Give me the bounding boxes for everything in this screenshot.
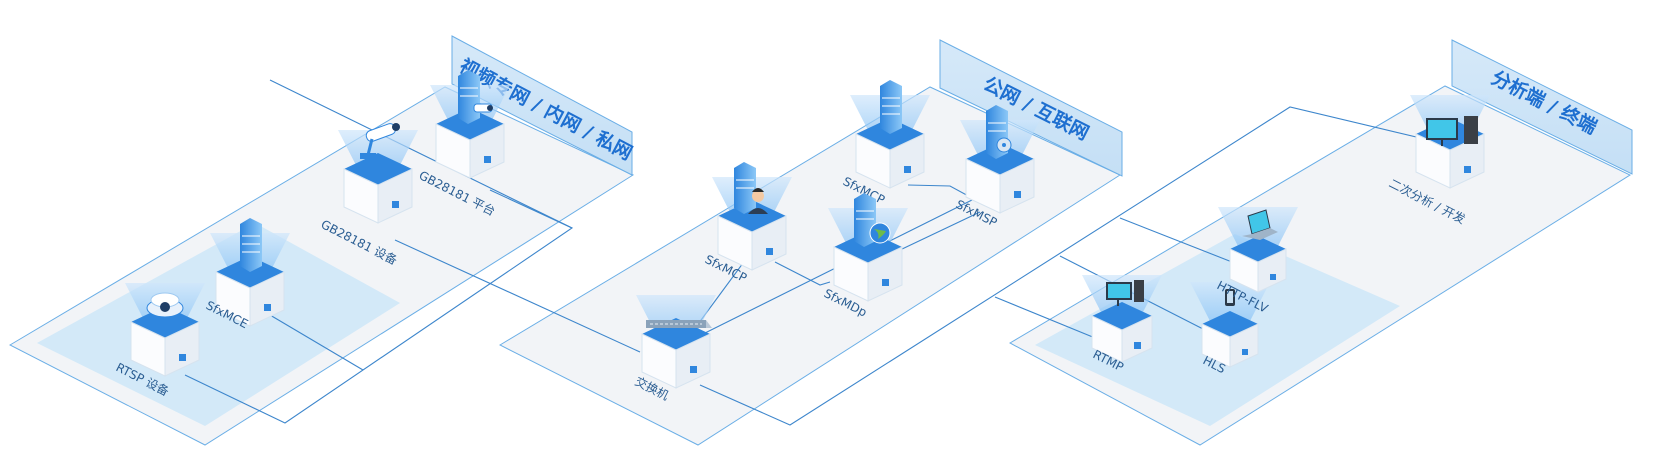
server-icon bbox=[240, 218, 262, 272]
server-disk-icon bbox=[986, 105, 1012, 159]
network-switch-icon bbox=[646, 320, 712, 328]
node-sfxmsp[interactable]: SfxMSP bbox=[954, 105, 1040, 230]
server-icon bbox=[880, 80, 902, 134]
light-beam bbox=[338, 130, 418, 173]
link-sfxmcp1-sfxmdp bbox=[774, 261, 831, 286]
zone-private-plate bbox=[8, 86, 635, 446]
dome-camera-icon bbox=[146, 292, 184, 318]
node-sfxmcp-top[interactable]: SfxMCP bbox=[841, 80, 930, 207]
node-rtmp[interactable]: RTMP bbox=[1082, 275, 1162, 374]
smartphone-icon bbox=[1225, 289, 1235, 306]
desktop-pc-icon bbox=[1106, 280, 1144, 306]
link-sfxmsp-sfxmdp bbox=[899, 211, 981, 251]
node-rtsp-device[interactable]: RTSP 设备 bbox=[114, 283, 205, 399]
workstation-icon bbox=[1426, 116, 1478, 146]
link-switch-terminal bbox=[699, 106, 1451, 426]
link-gbplatform bbox=[489, 189, 573, 229]
server-operator-icon bbox=[734, 162, 768, 214]
bullet-camera-icon bbox=[360, 123, 400, 159]
laptop-icon bbox=[1242, 209, 1278, 240]
node-hls[interactable]: HLS bbox=[1190, 282, 1270, 376]
connection-lines bbox=[184, 79, 1451, 426]
zone-private-title-panel bbox=[451, 35, 633, 176]
node-sfxmcp-left[interactable]: SfxMCP bbox=[703, 162, 792, 285]
link-public-rtmp bbox=[994, 296, 1101, 341]
link-public-httpflv bbox=[1119, 217, 1233, 263]
link-gbdevice-switch bbox=[394, 239, 641, 353]
node-analysis-terminal[interactable]: 二次分析 / 开发 bbox=[1387, 95, 1490, 227]
zone-terminal-title-panel bbox=[1451, 39, 1633, 175]
link-rtsp-loop bbox=[184, 79, 574, 424]
server-camera-icon bbox=[458, 70, 493, 124]
zone-public-title-panel bbox=[939, 39, 1123, 177]
server-globe-icon bbox=[854, 193, 891, 247]
link-sfxmce-rtsp bbox=[269, 314, 364, 371]
